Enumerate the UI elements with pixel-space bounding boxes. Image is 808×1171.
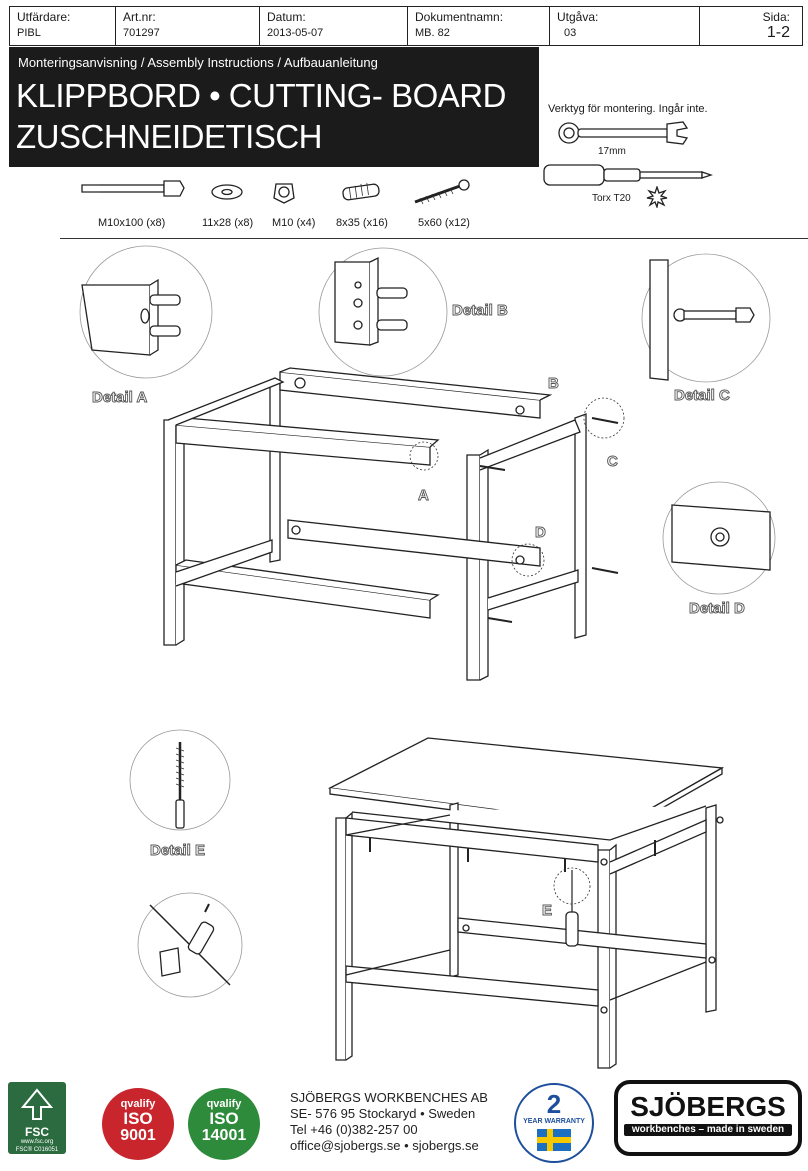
dowel-icon xyxy=(342,183,380,201)
tools-heading: Verktyg för montering. Ingår inte. xyxy=(548,103,708,115)
header-article: Art.nr: 701297 xyxy=(116,7,260,45)
date-value: 2013-05-07 xyxy=(267,27,324,39)
torx-icon xyxy=(646,186,668,208)
issuer-value: PIBL xyxy=(17,27,41,39)
top-assembly-drawing: Detail E E xyxy=(129,729,725,1069)
iso14001-brand: qvalify xyxy=(206,1098,242,1110)
callout-b: B xyxy=(548,375,559,392)
company-address: SE- 576 95 Stockaryd • Sweden xyxy=(290,1106,476,1121)
screwdriver-icon xyxy=(543,164,713,186)
detail-c-label: Detail C xyxy=(674,387,730,404)
brand-tagline: workbenches – made in sweden xyxy=(624,1124,792,1136)
screwdriver-size: Torx T20 xyxy=(592,193,631,204)
header-issuer: Utfärdare: PIBL xyxy=(10,7,116,45)
article-label: Art.nr: xyxy=(123,10,156,24)
tree-check-icon xyxy=(20,1088,54,1120)
fsc-code: FSC® C016051 xyxy=(15,1147,59,1153)
part-label-bolt: M10x100 (x8) xyxy=(98,217,166,229)
washer-icon xyxy=(211,184,243,200)
warranty-text: YEAR WARRANTY xyxy=(523,1118,585,1125)
document-header: Utfärdare: PIBL Art.nr: 701297 Datum: 20… xyxy=(9,6,803,46)
issuer-label: Utfärdare: xyxy=(17,10,71,24)
warranty-number: 2 xyxy=(546,1089,562,1119)
iso9001-brand: qvalify xyxy=(120,1098,156,1110)
header-date: Datum: 2013-05-07 xyxy=(260,7,408,45)
title-line-1: KLIPPBORD • CUTTING- BOARD xyxy=(16,77,506,114)
bolt-icon xyxy=(81,180,185,197)
brand-name: SJÖBERGS xyxy=(630,1091,786,1122)
wood-screw-icon xyxy=(414,179,470,205)
warranty-badge: 2 YEAR WARRANTY xyxy=(514,1083,594,1163)
detail-d-label: Detail D xyxy=(689,600,745,617)
docname-value: MB. 82 xyxy=(415,27,450,39)
company-contact[interactable]: office@sjobergs.se • sjobergs.se xyxy=(290,1138,479,1153)
wrench-icon xyxy=(558,121,689,145)
callout-d: D xyxy=(535,524,546,541)
detail-e-label: Detail E xyxy=(150,842,205,859)
header-edition: Utgåva: 03 xyxy=(550,7,700,45)
title-line-2: ZUSCHNEIDETISCH xyxy=(16,118,323,155)
company-phone: Tel +46 (0)382-257 00 xyxy=(290,1122,418,1137)
page-value: 1-2 xyxy=(766,24,790,41)
edition-value: 03 xyxy=(564,27,577,39)
fsc-sub: www.fsc.org xyxy=(20,1139,54,1145)
detail-b-label: Detail B xyxy=(452,302,508,319)
swedish-flag-icon xyxy=(537,1129,571,1151)
iso9001-iso: ISO xyxy=(123,1109,153,1128)
title-block: Monteringsanvisning / Assembly Instructi… xyxy=(9,47,539,167)
company-info: SJÖBERGS WORKBENCHES AB SE- 576 95 Stock… xyxy=(290,1090,488,1154)
divider xyxy=(60,238,808,239)
callout-e: E xyxy=(542,902,552,919)
frame-lines xyxy=(163,367,625,681)
part-label-washer: 11x28 (x8) xyxy=(202,217,254,229)
fsc-logo: FSC www.fsc.org FSC® C016051 xyxy=(8,1082,66,1154)
header-page: Sida: 1-2 xyxy=(700,7,800,45)
callout-a: A xyxy=(418,487,429,504)
fsc-text: FSC xyxy=(25,1125,49,1139)
sjobergs-logo: SJÖBERGS workbenches – made in sweden xyxy=(614,1080,802,1156)
page-label: Sida: xyxy=(762,10,790,24)
iso14001-iso: ISO xyxy=(209,1109,239,1128)
article-value: 701297 xyxy=(123,27,160,39)
frame-assembly-drawing: Detail A Detail B Detail C Detail D xyxy=(79,245,776,681)
part-label-screw: 5x60 (x12) xyxy=(418,217,470,229)
part-label-nut: M10 (x4) xyxy=(272,217,316,229)
part-label-dowel: 8x35 (x16) xyxy=(336,217,388,229)
iso14001-number: 14001 xyxy=(201,1127,247,1144)
detail-a-label: Detail A xyxy=(92,389,147,406)
nut-icon xyxy=(273,183,295,204)
iso9001-badge: qvalify ISO 9001 xyxy=(102,1088,174,1160)
edition-label: Utgåva: xyxy=(557,10,599,24)
header-docname: Dokumentnamn: MB. 82 xyxy=(408,7,550,45)
subtitle: Monteringsanvisning / Assembly Instructi… xyxy=(18,55,378,70)
date-label: Datum: xyxy=(267,10,306,24)
iso14001-badge: qvalify ISO 14001 xyxy=(188,1088,260,1160)
company-name: SJÖBERGS WORKBENCHES AB xyxy=(290,1090,488,1105)
iso9001-number: 9001 xyxy=(120,1127,156,1144)
docname-label: Dokumentnamn: xyxy=(415,10,504,24)
callout-c: C xyxy=(607,453,618,470)
wrench-size: 17mm xyxy=(598,146,626,157)
